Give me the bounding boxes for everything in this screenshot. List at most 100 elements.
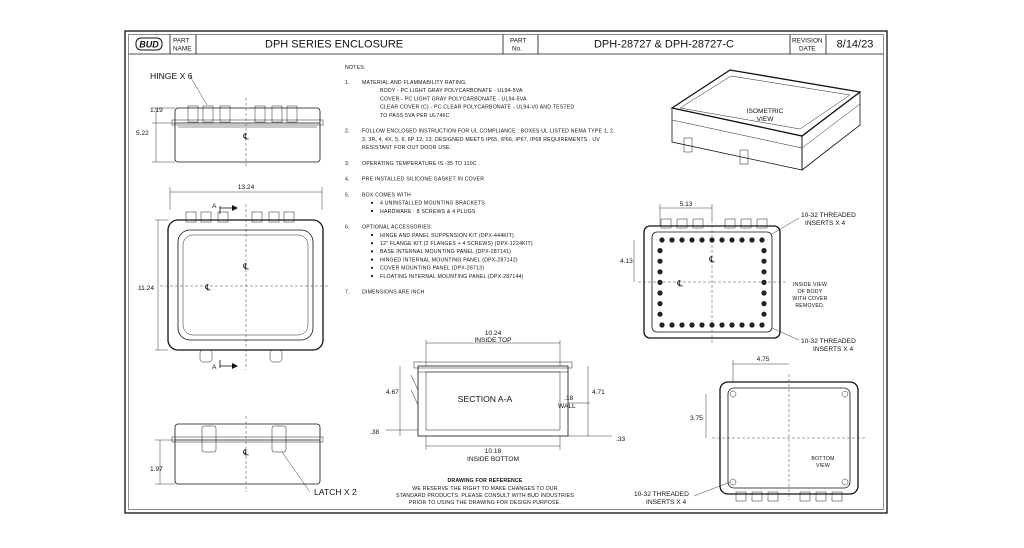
bottom-height-dimension: 1.97 xyxy=(150,439,175,485)
note-bullet xyxy=(370,201,374,204)
boss-dot xyxy=(761,301,767,307)
threaded-callout-bottom: 10-32 THREADED INSERTS X 4 xyxy=(634,481,731,506)
notes-heading: NOTES: xyxy=(345,65,366,71)
note-bullet-line: HINGE AND PANEL SUPPENSION KIT (DPX-444K… xyxy=(380,233,514,239)
isometric-label: ISOMETRIC xyxy=(747,108,784,115)
latch-label: LATCH X 2 xyxy=(314,487,357,497)
note-number: 2. xyxy=(345,129,350,135)
inside-top-label: INSIDE TOP xyxy=(474,337,512,344)
part-no-value: DPH-28727 & DPH-28727-C xyxy=(594,39,734,51)
boss-dot xyxy=(657,301,663,307)
note-number: 7. xyxy=(345,290,350,296)
boss-dot xyxy=(719,322,725,328)
dim-insert-x-top: 5.13 xyxy=(680,201,693,208)
centerline-mark: ℄ xyxy=(242,261,249,271)
note-bullet xyxy=(370,274,374,278)
boss-dot xyxy=(719,237,725,243)
dim-floor-right: .33 xyxy=(616,436,625,443)
boss-dot xyxy=(699,237,705,243)
threaded-label: INSERTS X 4 xyxy=(646,499,687,506)
threaded-label: 10-32 THREADED xyxy=(801,338,856,345)
inside-view-label: WITH COVER xyxy=(792,296,827,302)
note-number: 3. xyxy=(345,161,350,167)
note-line: OPERATING TEMPERATURE IS -35 TO 110C . xyxy=(362,161,480,167)
note-line: DIMENSIONS ARE INCH xyxy=(362,290,425,296)
note-bullet-line: BASE INTERNAL MOUNTING PANEL (DPX-287141… xyxy=(380,249,511,255)
inside-bottom-label: INSIDE BOTTOM xyxy=(467,456,519,463)
notes-lines: 1.MATERIAL AND FLAMMABILITY RATING.BODY … xyxy=(345,80,615,296)
boss-dot xyxy=(729,237,735,243)
boss-dot xyxy=(659,322,665,328)
note-number: 6. xyxy=(345,225,350,231)
bud-logo: BUD xyxy=(135,37,163,51)
note-bullet xyxy=(370,233,374,237)
boss-dot xyxy=(657,269,663,275)
sheet-border xyxy=(124,30,888,514)
threaded-label: INSERTS X 4 xyxy=(813,346,854,353)
boss-dot xyxy=(749,237,755,243)
boss-dot xyxy=(669,237,675,243)
inside-view: ℄ ℄ 5.13 4.13 xyxy=(620,201,786,344)
dim-section-right: 4.71 xyxy=(592,389,605,396)
depth-dimension: 11.24 xyxy=(138,219,168,351)
boss-dot xyxy=(699,322,705,328)
boss-dot xyxy=(761,311,767,317)
reference-line: WE RESERVE THE RIGHT TO MAKE CHANGES TO … xyxy=(412,486,557,492)
note-line: OPTIONAL ACCESSORIES: xyxy=(362,225,432,231)
threaded-label: 10-32 THREADED xyxy=(801,212,856,219)
part-name-value: DPH SERIES ENCLOSURE xyxy=(265,39,403,51)
boss-dot xyxy=(739,237,745,243)
boss-dot xyxy=(657,248,663,254)
dim-insert-y-top: 4.13 xyxy=(620,258,633,265)
note-line: 3, 3R, 4, 4X, 5, 6, 6P 12, 13. DESIGNED … xyxy=(362,137,600,143)
note-line: COVER - PC LIGHT GRAY POLYCARBONATE - UL… xyxy=(380,96,527,102)
bottom-view-label: VIEW xyxy=(816,463,830,469)
height-dimensions-top-view: 1.19 5.22 xyxy=(136,107,175,163)
reference-note: DRAWING FOR REFERENCE WE RESERVE THE RIG… xyxy=(396,478,574,506)
note-line: PRE INSTALLED SILICONE GASKET IN COVER xyxy=(362,177,484,183)
boss-dot xyxy=(759,237,765,243)
reference-line: STANDARD PRODUCTS. PLEASE CONSULT WITH B… xyxy=(396,493,574,499)
boss-dot xyxy=(761,248,767,254)
dim-overall-depth: 11.24 xyxy=(138,285,154,292)
boss-dot xyxy=(657,258,663,264)
sheet-inner-border xyxy=(128,34,884,510)
note-bullet-line: FLOATING INTERNAL MOUNTING PANEL (DPX-28… xyxy=(380,274,524,280)
latch-callout: LATCH X 2 xyxy=(281,451,357,497)
note-number: 1. xyxy=(345,80,350,86)
dim-overall-height: 5.22 xyxy=(136,130,149,137)
inside-view-label: REMOVED. xyxy=(795,303,824,309)
section-title: SECTION A-A xyxy=(458,394,513,404)
note-line: BOX COMES WITH xyxy=(362,192,411,198)
width-dimension: 13.24 xyxy=(169,184,323,210)
boss-dot xyxy=(759,322,765,328)
note-bullet-line: HINGED INTERNAL MOUNTING PANEL (DPX-2871… xyxy=(380,257,518,263)
note-line: FOLLOW ENCLOSED INSTRUCTION FOR UL COMPL… xyxy=(362,129,615,135)
hinge-label: HINGE X 6 xyxy=(150,71,193,81)
boss-dot xyxy=(739,322,745,328)
threaded-callout-mid: 10-32 THREADED INSERTS X 4 xyxy=(771,327,856,353)
revision-date-value: 8/14/23 xyxy=(837,39,874,51)
note-bullet xyxy=(370,242,374,245)
hinge-callout: HINGE X 6 xyxy=(150,71,208,106)
centerline-mark: ℄ xyxy=(242,447,249,457)
boss-dot xyxy=(669,322,675,328)
dim-insert-x-bottom: 4.75 xyxy=(757,356,770,363)
boss-dot xyxy=(729,322,735,328)
bottom-view: 4.75 3.75 BOTTOM VIEW xyxy=(690,356,866,502)
side-view-front: ℄ xyxy=(171,98,324,168)
section-view: SECTION A-A 10.24 INSIDE TOP 10.18 INSID… xyxy=(370,330,625,463)
side-view-back: ℄ xyxy=(171,416,324,492)
boss-dot xyxy=(761,258,767,264)
boss-dot xyxy=(761,290,767,296)
boss-dot xyxy=(657,290,663,296)
note-bullet-line: HARDWARE : 8 SCREWS & 4 PLUGS xyxy=(380,209,476,215)
dim-bottom-height: 1.97 xyxy=(150,466,163,473)
note-line: MATERIAL AND FLAMMABILITY RATING. xyxy=(362,80,467,86)
note-number: 5. xyxy=(345,192,350,198)
centerline-mark: ℄ xyxy=(204,282,211,292)
note-bullet-line: COVER MOUNTING PANEL (DPX-28713) xyxy=(380,266,484,272)
